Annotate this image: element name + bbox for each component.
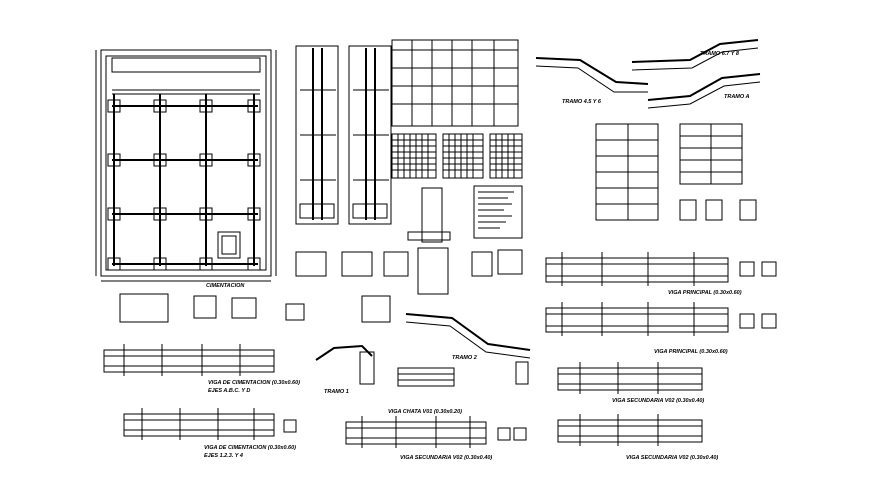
label-viga-sec-3: VIGA SECUNDARIA V02 (0.30x0.40) <box>400 455 492 461</box>
label-tramo-1: TRAMO 1 <box>324 389 349 395</box>
beam-elevations-bottom <box>103 344 527 448</box>
label-viga-principal-2: VIGA PRINCIPAL (0.30x0.60) <box>654 349 728 355</box>
footing-details <box>119 187 523 323</box>
label-tramo-67: TRAMO 6.7 Y 8 <box>700 51 740 57</box>
notes-box <box>473 185 523 239</box>
label-viga-cim-1b: EJES A.B.C. Y D <box>208 388 250 394</box>
label-cimentacion: CIMENTACION <box>206 283 245 289</box>
mesh-details <box>391 133 523 179</box>
label-viga-cim-2b: EJES 1.2.3. Y 4 <box>204 453 243 459</box>
stair-sections <box>535 39 761 109</box>
label-viga-sec-1: VIGA SECUNDARIA V02 (0.30x0.40) <box>612 398 704 404</box>
column-elevations <box>295 45 392 225</box>
column-schedule-table <box>391 39 519 127</box>
beam-elevations-right <box>545 252 777 446</box>
label-viga-principal-1: VIGA PRINCIPAL (0.30x0.60) <box>668 290 742 296</box>
label-tramo-a: TRAMO A <box>724 94 749 100</box>
label-viga-cim-1a: VIGA DE CIMENTACION (0.30x0.60) <box>208 380 300 386</box>
stair-center <box>315 313 531 385</box>
foundation-plan <box>95 49 277 282</box>
label-tramo-2: TRAMO 2 <box>452 355 477 361</box>
label-viga-chata: VIGA CHATA V01 (0.30x0.20) <box>388 409 462 415</box>
label-viga-cim-2a: VIGA DE CIMENTACION (0.30x0.60) <box>204 445 296 451</box>
label-viga-sec-2: VIGA SECUNDARIA V02 (0.30x0.40) <box>626 455 718 461</box>
wall-elevations <box>595 123 757 221</box>
label-tramo-45: TRAMO 4.5 Y 6 <box>562 99 602 105</box>
